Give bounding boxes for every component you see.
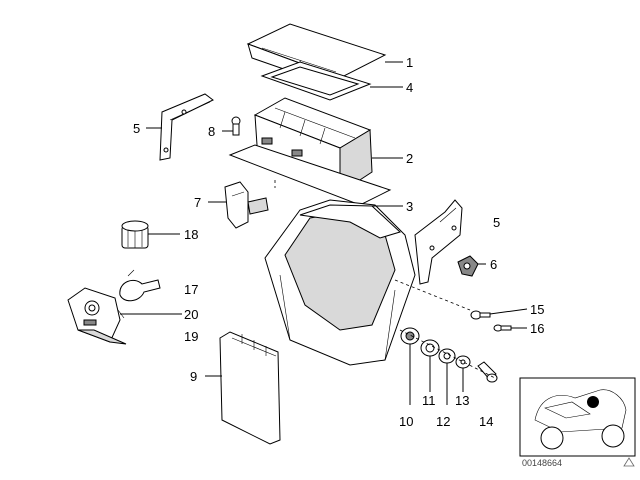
- callout-16: 16: [530, 321, 544, 336]
- part-washer-13: [455, 355, 471, 369]
- location-marker-icon: [587, 396, 599, 408]
- part-bracket-right: [414, 199, 463, 285]
- part-clamp-17: [119, 269, 161, 302]
- callout-12: 12: [436, 414, 450, 429]
- callout-14: 14: [479, 414, 493, 429]
- callout-4: 4: [406, 80, 413, 95]
- callout-6: 6: [490, 257, 497, 272]
- part-socket-housing: [67, 287, 127, 345]
- callout-20: 20: [184, 307, 198, 322]
- callout-18: 18: [184, 227, 198, 242]
- callout-13: 13: [455, 393, 469, 408]
- part-screw-16: [493, 324, 512, 332]
- part-plate-9: [219, 331, 281, 445]
- part-knob-18: [121, 220, 149, 249]
- part-gasket: [260, 61, 372, 101]
- part-screw-15: [470, 310, 491, 320]
- part-bolt-14: [477, 361, 498, 383]
- corner-triangle-icon: [623, 457, 635, 467]
- leader-lines: [120, 61, 528, 405]
- callout-numbers: 1 4 5 8 2 7 3 5 18 6 17 15 20 16 19 9 10…: [133, 55, 544, 429]
- callout-17: 17: [184, 282, 198, 297]
- callout-10: 10: [399, 414, 413, 429]
- callout-8: 8: [208, 124, 215, 139]
- part-clip-6: [457, 255, 479, 277]
- callout-19: 19: [184, 329, 198, 344]
- inset-motorcycle-thumbnail: [519, 377, 636, 457]
- part-grommet-10: [400, 327, 420, 345]
- callout-5-left: 5: [133, 121, 140, 136]
- callout-9: 9: [190, 369, 197, 384]
- part-holder-7: [224, 181, 269, 229]
- part-battery-tray: [264, 199, 471, 366]
- callout-1: 1: [406, 55, 413, 70]
- callout-2: 2: [406, 151, 413, 166]
- callout-11: 11: [422, 393, 436, 408]
- part-battery: [228, 97, 392, 206]
- callout-7: 7: [194, 195, 201, 210]
- part-bracket-left: [159, 93, 214, 161]
- reference-code: 00148664: [522, 458, 562, 468]
- callout-5-right: 5: [493, 215, 500, 230]
- part-spacer-12: [438, 348, 456, 364]
- part-screw-8: [231, 116, 241, 136]
- callout-3: 3: [406, 199, 413, 214]
- callout-15: 15: [530, 302, 544, 317]
